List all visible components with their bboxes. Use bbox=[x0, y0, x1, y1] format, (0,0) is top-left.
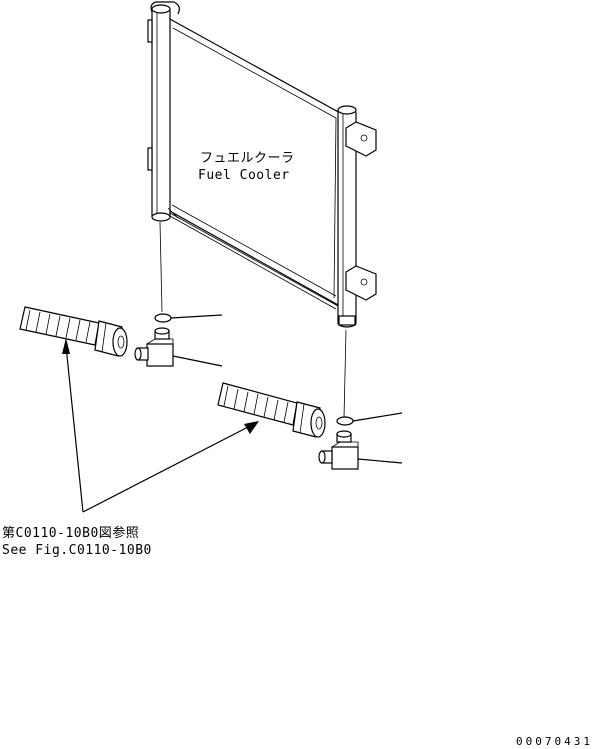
hose-left bbox=[19, 306, 128, 357]
arrowhead-left bbox=[62, 338, 70, 354]
reference-label-jp: 第C0110-10B0図参照 bbox=[2, 525, 139, 541]
mounting-bracket-upper bbox=[345, 121, 377, 157]
o-ring-left bbox=[154, 313, 223, 323]
fuel-cooler-label-jp: フュエルクーラ bbox=[200, 151, 295, 166]
reference-label-en: See Fig.C0110-10B0 bbox=[2, 543, 152, 558]
drawing-number: 00070431 bbox=[516, 735, 593, 748]
center-line-right bbox=[343, 329, 347, 419]
elbow-fitting-left bbox=[134, 327, 223, 367]
o-ring-right bbox=[336, 412, 403, 426]
fuel-cooler: フュエルクーラ Fuel Cooler bbox=[147, 1, 377, 328]
arrowhead-right bbox=[244, 421, 259, 434]
center-line-left bbox=[159, 221, 163, 313]
elbow-fitting-right bbox=[318, 430, 403, 470]
mounting-bracket-lower bbox=[345, 265, 377, 301]
reference-arrows bbox=[62, 338, 259, 513]
hose-right bbox=[217, 382, 326, 438]
fuel-cooler-label-en: Fuel Cooler bbox=[198, 168, 290, 183]
left-header-tank bbox=[147, 1, 180, 222]
